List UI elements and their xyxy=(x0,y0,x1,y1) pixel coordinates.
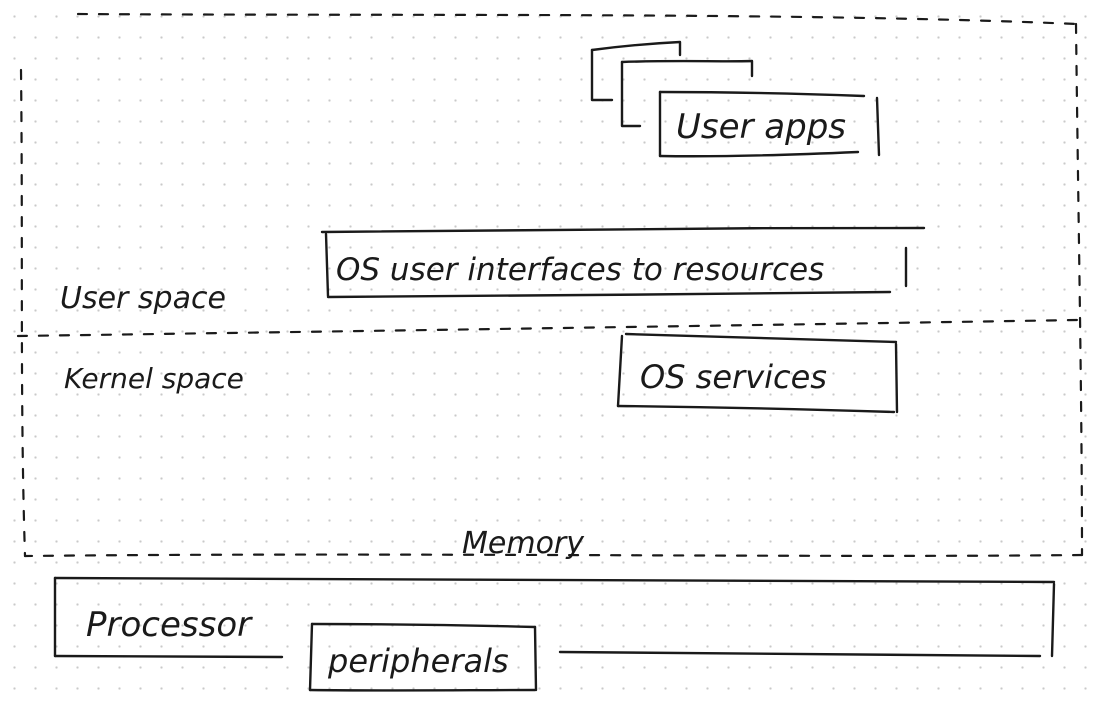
processor-label: Processor xyxy=(86,605,253,645)
memory-label: Memory xyxy=(462,526,585,561)
memory-region: Memory xyxy=(19,12,1084,561)
user-apps-label: User apps xyxy=(676,107,846,147)
os-services-box: OS services xyxy=(616,332,899,414)
user-apps-box: User apps xyxy=(590,40,881,158)
os-user-interfaces-label: OS user interfaces to resources xyxy=(336,252,824,288)
os-services-label: OS services xyxy=(640,358,827,396)
peripherals-box: peripherals xyxy=(308,622,538,692)
os-user-interfaces-box: OS user interfaces to resources xyxy=(320,226,926,299)
processor-box: Processor xyxy=(53,576,1056,659)
user-space-label: User space xyxy=(60,281,226,316)
user-kernel-boundary xyxy=(16,318,1080,338)
kernel-space-label: Kernel space xyxy=(64,362,244,395)
peripherals-label: peripherals xyxy=(327,642,509,680)
